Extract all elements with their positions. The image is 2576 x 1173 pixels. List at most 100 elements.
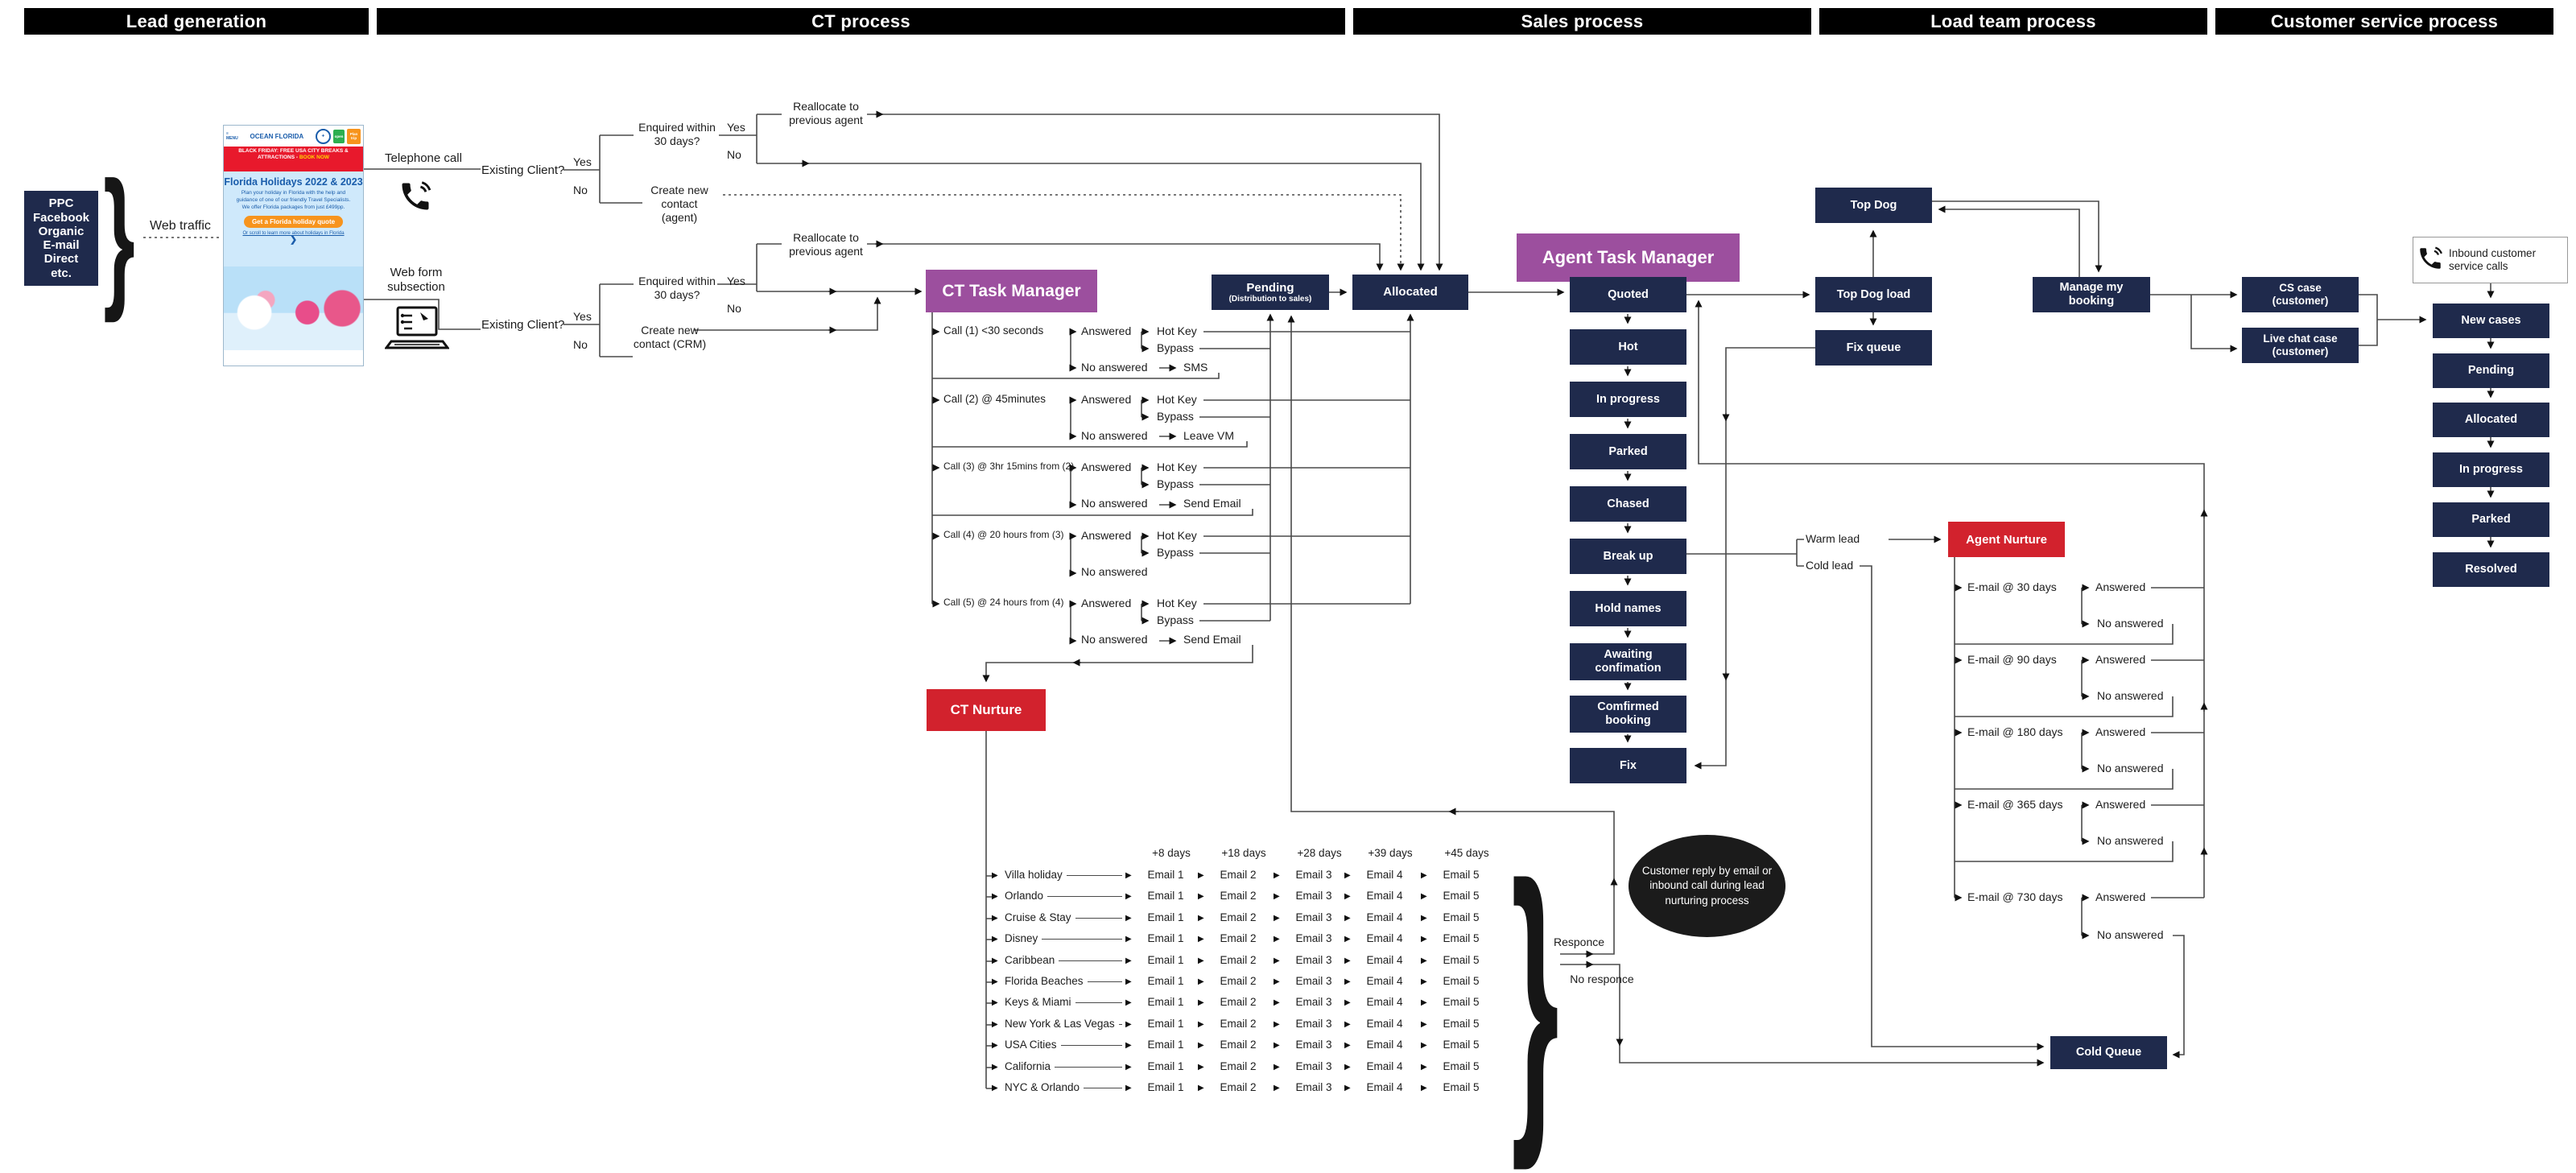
email-arrow-icon: ▶: [1198, 956, 1204, 965]
row-arrow-icon: ▶: [992, 956, 998, 965]
row-arrow-icon: ▶: [992, 935, 998, 944]
email-cell-6-3: Email 4: [1366, 996, 1403, 1008]
pending-box: Pending (Distribution to sales): [1212, 275, 1329, 310]
email-cell-5-0: Email 1: [1147, 975, 1184, 987]
call-hotkey-2: Hot Key: [1157, 461, 1197, 473]
brand-logo: OCEAN FLORIDA: [250, 132, 304, 140]
inbound-calls-label: Inbound customer service calls: [2449, 246, 2537, 272]
email-cell-9-3: Email 4: [1366, 1060, 1403, 1072]
email-arrow-icon: ▶: [1198, 1020, 1204, 1029]
email-arrow-icon: ▶: [1344, 892, 1351, 901]
row-line: [1055, 1067, 1122, 1068]
agent-email-2: E-mail @ 180 days: [1967, 725, 2063, 738]
destination-7: New York & Las Vegas: [1005, 1018, 1115, 1030]
sources-brace: }: [103, 151, 135, 324]
destination-10: NYC & Orlando: [1005, 1081, 1080, 1093]
plan-trip-badge[interactable]: Plan trip: [347, 128, 361, 144]
row-arrow-icon: ▶: [992, 1020, 998, 1029]
call-label-0: Call (1) <30 seconds: [943, 324, 1044, 337]
live-chat-case-box: Live chat case (customer): [2242, 328, 2359, 363]
email-arrow-icon: ▶: [1125, 977, 1132, 986]
email-cell-0-4: Email 5: [1443, 869, 1480, 881]
reallocate-phone: Reallocate to previous agent: [789, 100, 863, 126]
call-followup-4: Send Email: [1183, 633, 1241, 646]
sales-stage-6: Hold names: [1570, 591, 1686, 626]
lead-sources-box: PPC Facebook Organic E-mail Direct etc.: [24, 191, 98, 286]
web-form-label: Web form subsection: [387, 266, 445, 294]
source-item: E-mail: [43, 238, 80, 252]
destination-8: USA Cities: [1005, 1039, 1057, 1051]
email-arrow-icon: ▶: [1421, 1084, 1427, 1092]
email-cell-6-4: Email 5: [1443, 996, 1480, 1008]
sales-stage-4: Chased: [1570, 486, 1686, 522]
email-cell-7-0: Email 1: [1147, 1018, 1184, 1030]
enquired-30-phone: Enquired within 30 days?: [638, 121, 716, 147]
existing-client-phone: Existing Client?: [481, 163, 565, 177]
yes-label: Yes: [573, 310, 592, 323]
sales-stage-2: In progress: [1570, 382, 1686, 417]
call-label-4: Call (5) @ 24 hours from (4): [943, 597, 1064, 608]
email-arrow-icon: ▶: [1198, 892, 1204, 901]
call-followup-0: SMS: [1183, 361, 1208, 374]
email-cell-9-4: Email 5: [1443, 1060, 1480, 1072]
email-arrow-icon: ▶: [1125, 892, 1132, 901]
pending-title: Pending: [1246, 280, 1294, 295]
row-line: [1067, 875, 1122, 876]
enquired-30-web: Enquired within 30 days?: [638, 275, 716, 301]
email-cell-8-3: Email 4: [1366, 1039, 1403, 1051]
destination-4: Caribbean: [1005, 954, 1055, 966]
email-arrow-icon: ▶: [1198, 1041, 1204, 1050]
call-hotkey-1: Hot Key: [1157, 393, 1197, 406]
call-bypass-2: Bypass: [1157, 477, 1194, 490]
email-cell-2-2: Email 3: [1295, 911, 1332, 923]
email-cell-8-0: Email 1: [1147, 1039, 1184, 1051]
agent-answered-0: Answered: [2095, 580, 2146, 593]
cold-lead-label: Cold lead: [1806, 559, 1854, 572]
email-arrow-icon: ▶: [1198, 914, 1204, 923]
row-line: [1088, 981, 1122, 982]
email-arrow-icon: ▶: [1344, 998, 1351, 1007]
email-arrow-icon: ▶: [1274, 871, 1280, 880]
day-header-2: +28 days: [1297, 847, 1342, 859]
allocated-box: Allocated: [1352, 275, 1468, 310]
email-cell-10-1: Email 2: [1220, 1081, 1257, 1093]
band-sales-process: Sales process: [1353, 8, 1811, 35]
telephone-call-label: Telephone call: [385, 151, 462, 165]
flyer-quote-button[interactable]: Get a Florida holiday quote: [243, 216, 344, 229]
call-answered-4: Answered: [1081, 597, 1132, 609]
email-cell-6-2: Email 3: [1295, 996, 1332, 1008]
call-followup-1: Leave VM: [1183, 429, 1235, 442]
nurture-brace: }: [1511, 820, 1559, 1171]
yes-label: Yes: [727, 121, 745, 134]
email-arrow-icon: ▶: [1344, 977, 1351, 986]
menu-label: MENU: [226, 136, 238, 141]
email-cell-3-2: Email 3: [1295, 932, 1332, 944]
flyer-scroll-link[interactable]: Or scroll to learn more about holidays i…: [242, 231, 345, 237]
cold-queue-box: Cold Queue: [2050, 1036, 2167, 1069]
email-cell-4-0: Email 1: [1147, 954, 1184, 966]
call-followup-2: Send Email: [1183, 497, 1241, 510]
email-arrow-icon: ▶: [1274, 998, 1280, 1007]
sales-stage-8: Comfirmed booking: [1570, 696, 1686, 733]
source-item: etc.: [51, 266, 72, 280]
email-arrow-icon: ▶: [1421, 914, 1427, 923]
email-arrow-icon: ▶: [1344, 1020, 1351, 1029]
day-header-4: +45 days: [1444, 847, 1489, 859]
agent-nurture-box: Agent Nurture: [1948, 522, 2065, 557]
email-arrow-icon: ▶: [1125, 1041, 1132, 1050]
email-cell-9-2: Email 3: [1295, 1060, 1332, 1072]
flyer-hero: Florida Holidays 2022 & 2023 Plan your h…: [224, 171, 363, 266]
reallocate-web: Reallocate to previous agent: [789, 231, 863, 258]
email-cell-3-4: Email 5: [1443, 932, 1480, 944]
flyer-photo: [224, 266, 363, 350]
email-arrow-icon: ▶: [1274, 935, 1280, 944]
flyer-body: Plan your holiday in Florida with the he…: [236, 190, 351, 210]
email-arrow-icon: ▶: [1421, 998, 1427, 1007]
email-arrow-icon: ▶: [1344, 871, 1351, 880]
email-cell-8-4: Email 5: [1443, 1039, 1480, 1051]
menu-icon[interactable]: ≡MENU: [226, 131, 238, 141]
email-cell-8-2: Email 3: [1295, 1039, 1332, 1051]
sales-stage-0: Quoted: [1570, 277, 1686, 312]
yes-label: Yes: [573, 155, 592, 168]
